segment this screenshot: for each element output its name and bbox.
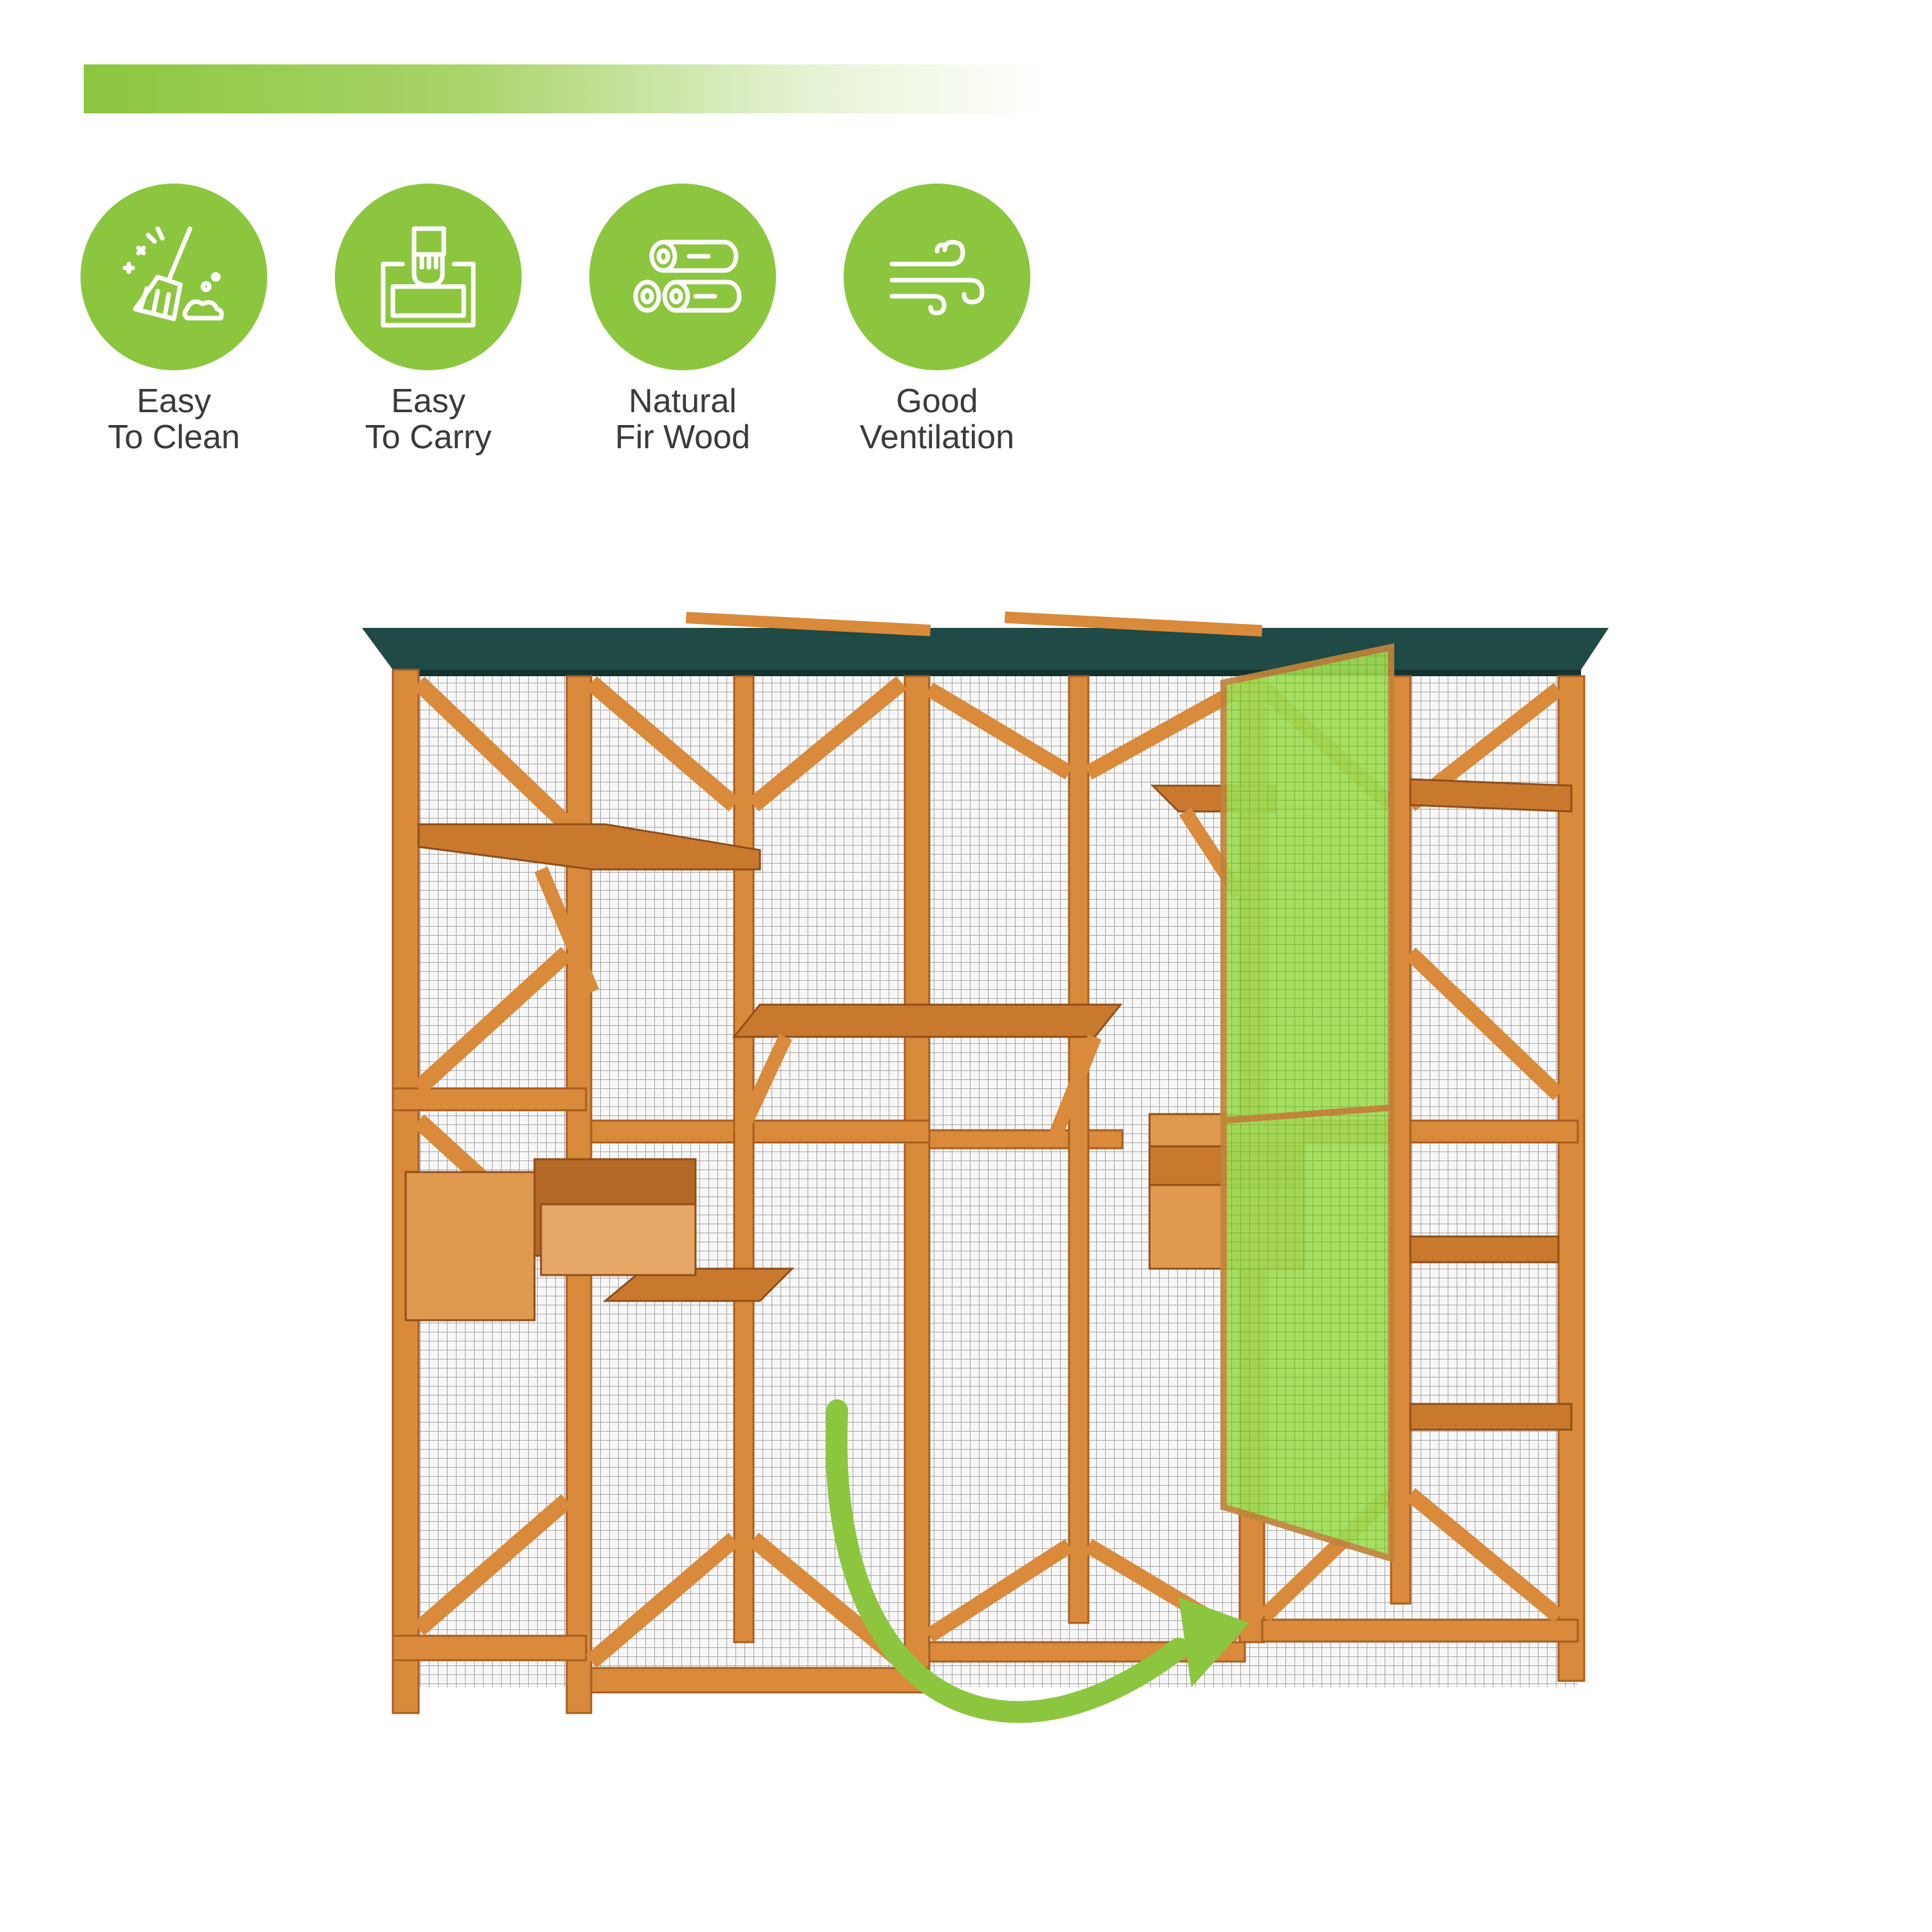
feature-easy-to-clean: Easy To Clean <box>77 184 270 480</box>
feature-easy-to-carry: Easy To Carry <box>332 184 525 480</box>
cat-enclosure-illustration <box>348 592 1636 1919</box>
feature-badges: Easy To Clean Easy To Carry <box>77 184 1108 480</box>
feature-good-ventilation: Good Ventilation <box>840 184 1034 480</box>
cat-enclosure-drawing <box>362 611 1609 1723</box>
roof <box>362 611 1609 677</box>
header-accent-bar <box>84 64 1050 113</box>
feature-label: Good Ventilation <box>860 383 1014 456</box>
carry-box-icon <box>335 184 522 370</box>
door-swing-arrow <box>825 1399 1249 1723</box>
logs-icon <box>589 184 776 370</box>
feature-natural-fir-wood: Natural Fir Wood <box>586 184 779 480</box>
platforms <box>417 778 1573 1431</box>
feature-label: Easy To Carry <box>365 383 492 456</box>
broom-icon <box>80 184 267 370</box>
feature-label: Easy To Clean <box>108 383 240 456</box>
feature-label: Natural Fir Wood <box>615 383 750 456</box>
wind-icon <box>844 184 1030 370</box>
open-door <box>1220 643 1394 1563</box>
